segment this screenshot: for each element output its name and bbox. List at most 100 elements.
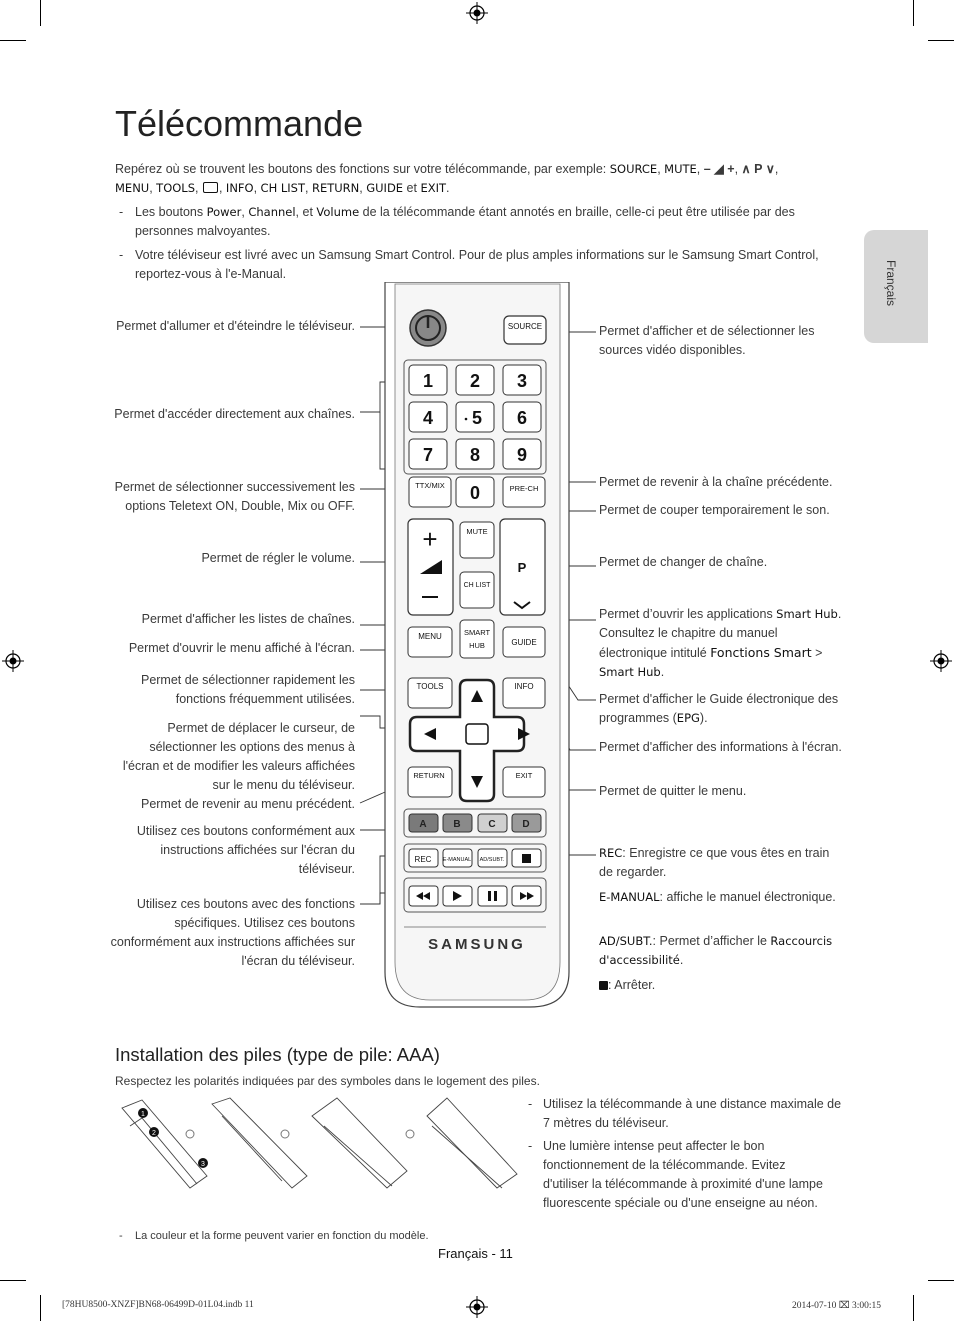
label-info: Permet d'afficher des informations à l'é… xyxy=(599,740,842,754)
digit-8-button[interactable]: 8 xyxy=(470,445,480,465)
svg-text:3: 3 xyxy=(201,1161,205,1168)
crop-mark xyxy=(0,40,26,41)
crop-mark xyxy=(913,0,914,26)
up-arrow-icon[interactable] xyxy=(471,690,483,702)
color-key-a[interactable] xyxy=(408,813,439,833)
mute-button[interactable]: MUTE xyxy=(466,527,487,536)
label-guide: Permet d'afficher le Guide électronique … xyxy=(599,692,839,725)
stop-icon xyxy=(599,981,608,990)
svg-text:P: P xyxy=(518,560,527,575)
svg-text:2: 2 xyxy=(152,1130,156,1137)
svg-text:+: + xyxy=(422,524,437,554)
digit-6-button[interactable]: 6 xyxy=(517,408,527,428)
battery-illustration: 1 2 3 xyxy=(121,1097,518,1189)
tip-distance: Utilisez la télécommande à une distance … xyxy=(543,1097,842,1130)
rec-button[interactable]: REC xyxy=(415,855,432,864)
crop-mark xyxy=(913,1295,914,1321)
note-smart-control: Votre téléviseur est livré avec un Samsu… xyxy=(135,248,819,281)
info-button[interactable]: INFO xyxy=(514,682,533,691)
label-menu: Permet d'ouvrir le menu affiché à l'écra… xyxy=(128,641,355,655)
label-power: Permet d'allumer et d'éteindre le télévi… xyxy=(116,319,355,333)
volume-symbol: – ◢ + xyxy=(703,162,735,176)
battery-text: Respectez les polarités indiquées par de… xyxy=(115,1074,540,1088)
return-button[interactable]: RETURN xyxy=(413,771,444,780)
label-chlist: Permet d'afficher les listes de chaînes. xyxy=(141,612,355,626)
label-color-keys: Utilisez ces boutons conformément aux in… xyxy=(136,824,355,876)
label-adsubt: AD/SUBT.: Permet d’afficher le Raccourci… xyxy=(599,934,833,967)
pause-button[interactable] xyxy=(477,885,508,907)
color-key-c[interactable] xyxy=(477,813,508,833)
pre-ch-button[interactable]: PRE-CH xyxy=(510,484,539,493)
digit-1-button[interactable]: 1 xyxy=(423,371,433,391)
label-volume: Permet de régler le volume. xyxy=(201,551,355,565)
digit-9-button[interactable]: 9 xyxy=(517,445,527,465)
color-key-d[interactable] xyxy=(511,813,542,833)
page-title: Télécommande xyxy=(115,103,364,144)
menu-button[interactable]: MENU xyxy=(418,632,442,641)
volume-rocker[interactable] xyxy=(407,518,454,616)
footer-file: [78HU8500-XNZF]BN68-06499D-01L04.indb 11 xyxy=(62,1300,254,1310)
enter-button[interactable] xyxy=(465,723,489,745)
label-playback: Utilisez ces boutons avec des fonctions … xyxy=(110,897,355,968)
label-exit: Permet de quitter le menu. xyxy=(599,784,747,798)
samsung-logo: SAMSUNG xyxy=(428,936,526,953)
enter-icon xyxy=(202,182,218,193)
digit-7-button[interactable]: 7 xyxy=(423,445,433,465)
intro-paragraph: Repérez où se trouvent les boutons des f… xyxy=(115,162,779,195)
guide-button[interactable]: GUIDE xyxy=(511,638,536,647)
svg-text:B: B xyxy=(453,819,460,830)
language-tab: Français xyxy=(864,230,928,343)
crop-mark xyxy=(40,1295,41,1321)
svg-text:HUB: HUB xyxy=(469,641,485,650)
channel-symbol: ∧ P ∨ xyxy=(741,162,775,176)
label-prech: Permet de revenir à la chaîne précédente… xyxy=(599,475,833,489)
label-digits: Permet d'accéder directement aux chaînes… xyxy=(114,407,355,421)
note-braille: Les boutons Power, Channel, et Volume de… xyxy=(135,205,795,238)
label-stop: : Arrêter. xyxy=(599,976,844,995)
e-manual-button[interactable]: E-MANUAL xyxy=(443,857,471,863)
ch-list-button[interactable]: CH LIST xyxy=(464,582,492,589)
label-tools: Permet de sélectionner rapidement les fo… xyxy=(140,673,355,706)
label-ttx: Permet de sélectionner successivement le… xyxy=(114,480,355,513)
registration-mark-icon xyxy=(466,1296,488,1318)
footer-date: 2014-07-10 ⌧ 3:00:15 xyxy=(792,1301,882,1311)
battery-heading: Installation des piles (type de pile: AA… xyxy=(115,1044,440,1065)
color-key-b[interactable] xyxy=(442,813,473,833)
registration-mark-icon xyxy=(2,650,24,672)
crop-mark xyxy=(0,1280,26,1281)
smart-hub-button[interactable]: SMART xyxy=(464,628,491,637)
channel-rocker[interactable] xyxy=(499,518,546,616)
crop-mark xyxy=(40,0,41,26)
right-arrow-icon[interactable] xyxy=(518,728,530,740)
digit-5-button[interactable]: 5 xyxy=(472,408,482,428)
tools-button[interactable]: TOOLS xyxy=(417,682,444,691)
digit-2-button[interactable]: 2 xyxy=(470,371,480,391)
crop-mark xyxy=(928,40,954,41)
registration-mark-icon xyxy=(466,2,488,24)
digit-4-button[interactable]: 4 xyxy=(423,408,433,428)
tip-light: Une lumière intense peut affecter le bon… xyxy=(543,1139,823,1210)
ttx-mix-button[interactable]: TTX/MIX xyxy=(415,481,445,490)
battery-footnote: La couleur et la forme peuvent varier en… xyxy=(135,1230,429,1242)
registration-mark-icon xyxy=(930,650,952,672)
svg-text:1: 1 xyxy=(141,1111,145,1118)
digit-3-button[interactable]: 3 xyxy=(517,371,527,391)
page-number: Français - 11 xyxy=(438,1246,513,1261)
down-arrow-icon[interactable] xyxy=(471,776,483,788)
label-emanual: E-MANUAL: affiche le manuel électronique… xyxy=(599,890,836,904)
exit-button[interactable]: EXIT xyxy=(516,771,533,780)
label-smarthub: Permet d’ouvrir les applications Smart H… xyxy=(599,607,842,679)
label-rec: REC: Enregistre ce que vous êtes en trai… xyxy=(599,846,830,879)
label-navigation: Permet de déplacer le curseur, de sélect… xyxy=(122,721,355,792)
digit-0-button[interactable]: 0 xyxy=(470,483,480,503)
label-channel: Permet de changer de chaîne. xyxy=(599,555,768,569)
crop-mark xyxy=(928,1280,954,1281)
label-mute: Permet de couper temporairement le son. xyxy=(599,503,830,517)
source-button[interactable]: SOURCE xyxy=(508,322,542,331)
remote-control: SOURCE 1 2 3 4 5 6 7 8 9 0 TTX/MIX PRE-C… xyxy=(384,282,570,1008)
label-return: Permet de revenir au menu précédent. xyxy=(140,797,355,811)
svg-text:D: D xyxy=(522,819,529,830)
left-arrow-icon[interactable] xyxy=(424,728,436,740)
ad-subt-button[interactable]: AD/SUBT. xyxy=(480,857,505,863)
label-source: Permet d'afficher et de sélectionner les… xyxy=(599,324,815,357)
